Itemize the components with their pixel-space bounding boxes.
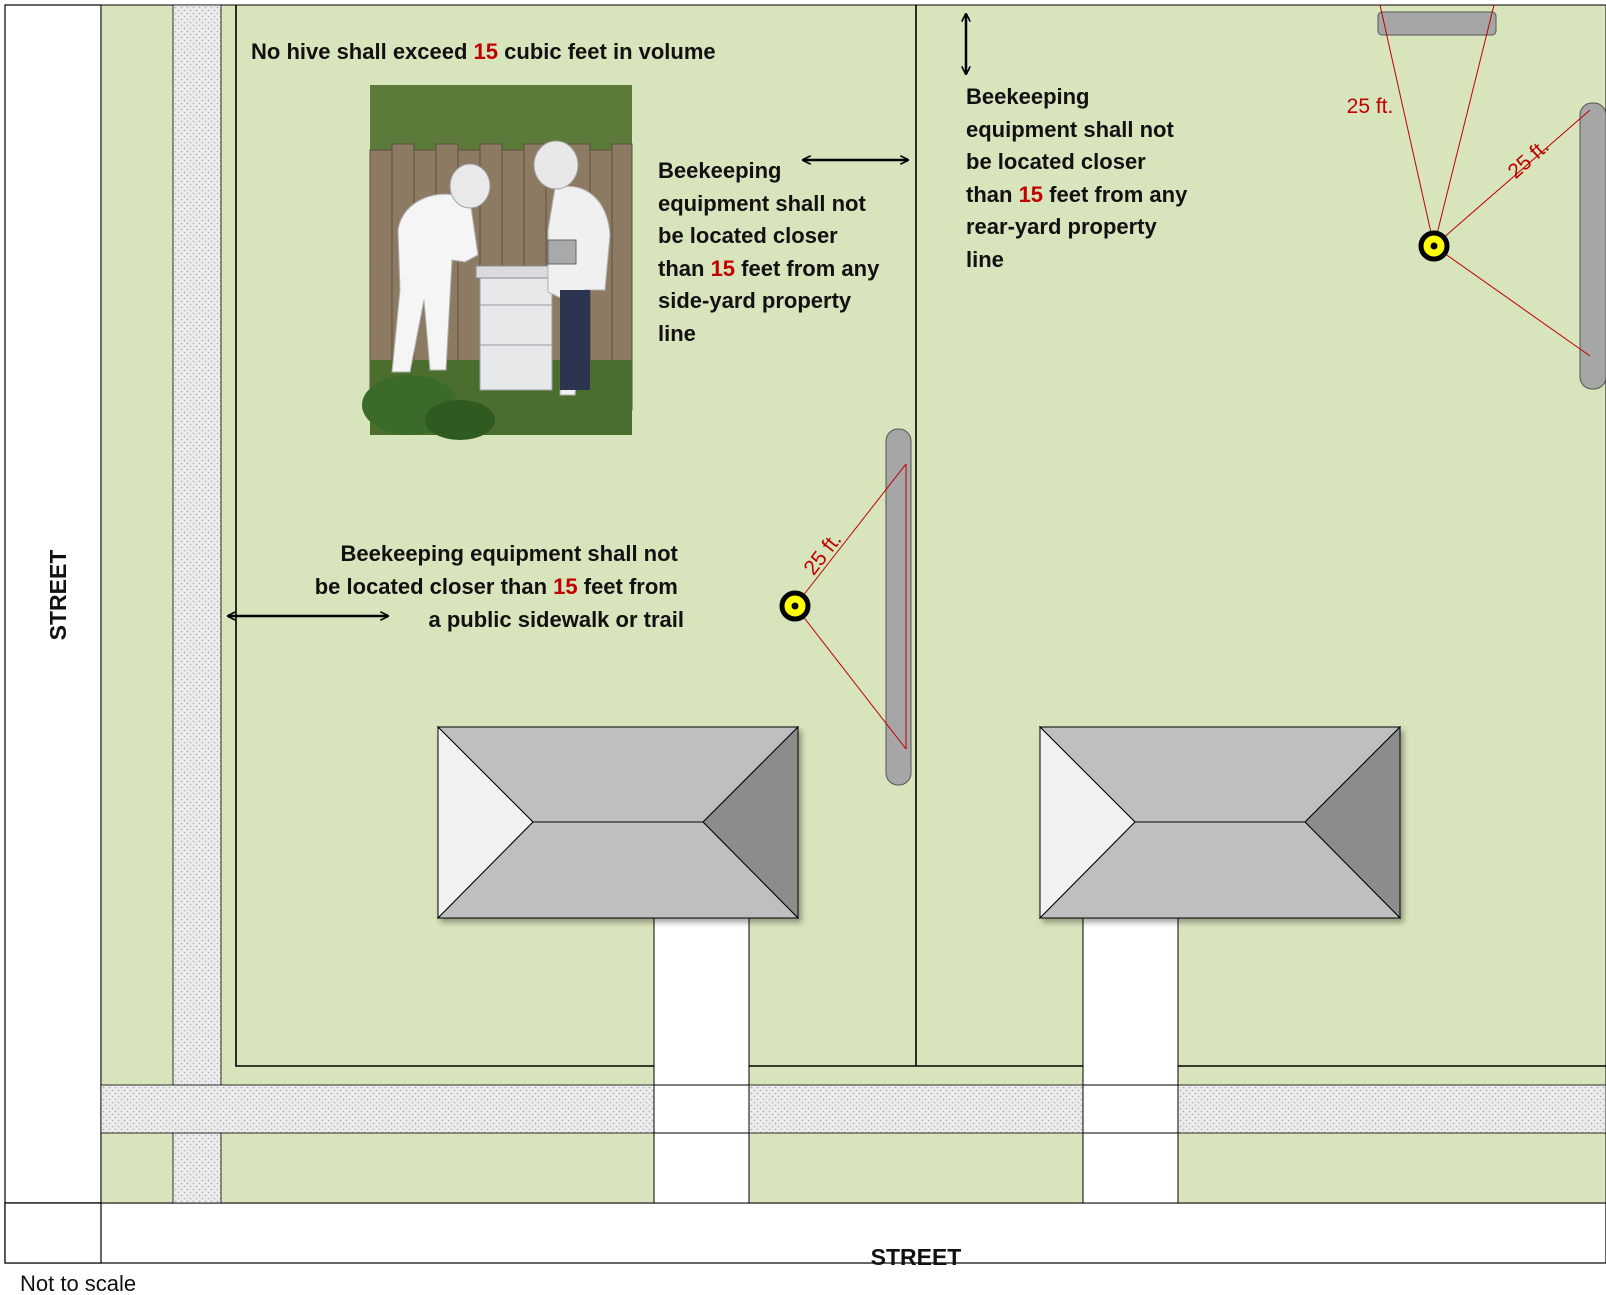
hive-marker-1 — [779, 590, 811, 622]
hive-marker-2 — [1418, 230, 1450, 262]
left-street — [4, 4, 102, 1204]
hive-volume-note: No hive shall exceed 15 cubic feet in vo… — [251, 39, 716, 64]
horizontal-sidewalk — [100, 1084, 1606, 1134]
bottom-street-label: STREET — [871, 1244, 962, 1270]
vertical-sidewalk — [172, 4, 222, 1204]
flyway-barrier-1 — [885, 428, 912, 786]
driveway-2 — [1082, 917, 1179, 1204]
driveway-1 — [653, 917, 750, 1204]
bottom-street — [4, 1202, 1606, 1264]
flyway-barrier-2-top — [1377, 11, 1497, 36]
distance-lines-hive-2 — [1379, 4, 1591, 357]
beekeepers-photo — [362, 85, 633, 440]
side-yard-note: Beekeeping equipment shall not be locate… — [658, 158, 885, 346]
scale-note: Not to scale — [20, 1271, 136, 1295]
left-street-label: STREET — [45, 550, 71, 641]
street-corner — [4, 1202, 102, 1264]
sidewalk-note: Beekeeping equipment shall not be locate… — [315, 541, 684, 632]
distance-lines-hive-1 — [794, 463, 907, 750]
lawn — [100, 4, 1606, 1204]
house-1 — [436, 725, 800, 920]
house-2 — [1038, 725, 1402, 920]
rear-yard-note: Beekeeping equipment shall not be locate… — [966, 84, 1193, 272]
distance-label-hive-2-top: 25 ft. — [1347, 95, 1394, 118]
flyway-barrier-2-right — [1579, 102, 1606, 390]
